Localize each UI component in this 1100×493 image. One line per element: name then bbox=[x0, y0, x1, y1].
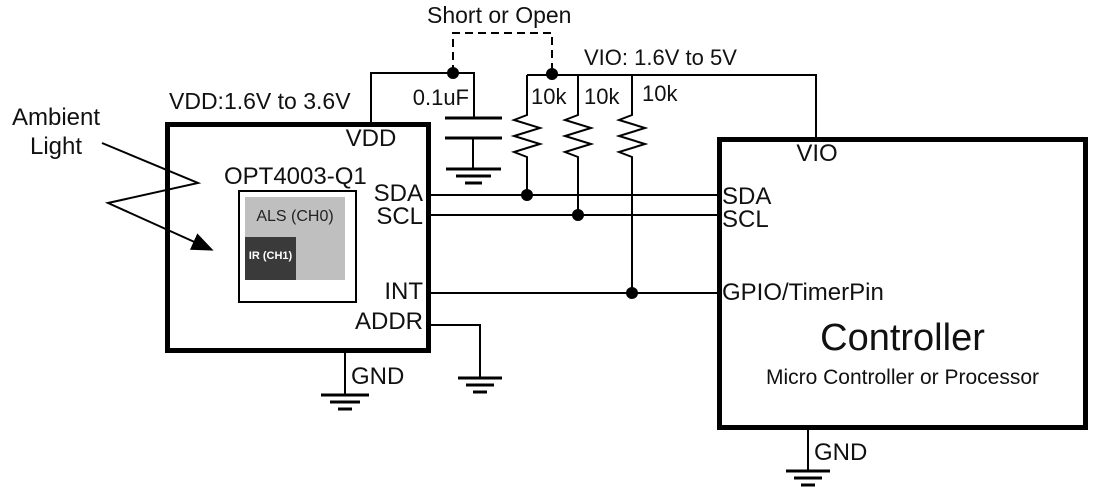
ambient-light-label-line2: Light bbox=[29, 133, 83, 160]
ir-channel-label: IR (CH1) bbox=[248, 250, 293, 262]
vio-rail-label: VIO: 1.6V to 5V bbox=[584, 45, 737, 70]
sensor-ground-symbol bbox=[321, 393, 369, 411]
controller-gnd-label: GND bbox=[814, 439, 868, 466]
pullup-resistor-sda bbox=[510, 75, 544, 195]
jumper-label: Short or Open bbox=[427, 2, 572, 28]
controller-pin-sda: SDA bbox=[722, 183, 772, 210]
vdd-rail-wire bbox=[370, 72, 475, 124]
sensor-part-number: OPT4003-Q1 bbox=[224, 163, 367, 190]
sensor-pin-vdd: VDD bbox=[345, 125, 397, 152]
controller-ground-symbol bbox=[786, 469, 830, 487]
vio-rail-wire bbox=[527, 74, 817, 140]
ir-channel-region bbox=[245, 237, 296, 280]
junction-dot-vio-jumper bbox=[546, 68, 558, 80]
sensor-pin-sda: SDA bbox=[373, 180, 423, 207]
resistor-value-label-2: 10k bbox=[584, 84, 620, 109]
sensor-pin-addr: ADDR bbox=[354, 308, 423, 335]
junction-dot-sda bbox=[521, 189, 533, 201]
controller-title: Controller bbox=[820, 317, 985, 359]
pullup-resistor-int bbox=[615, 75, 649, 293]
ambient-light-arrow bbox=[101, 142, 214, 251]
controller-box bbox=[717, 137, 1088, 430]
sensor-pin-int: INT bbox=[384, 278, 423, 305]
resistor-value-label-1: 10k bbox=[531, 84, 567, 109]
jumper-dashed-wire bbox=[452, 32, 553, 73]
addr-ground-symbol bbox=[458, 376, 502, 394]
ambient-light-label: Ambient Light bbox=[0, 103, 112, 161]
pullup-resistor-scl bbox=[561, 75, 595, 215]
vdd-rail-label: VDD:1.6V to 3.6V bbox=[169, 88, 351, 114]
decoupling-capacitor bbox=[445, 116, 502, 169]
als-channel-label: ALS (CH0) bbox=[256, 208, 334, 225]
sensor-pin-scl: SCL bbox=[376, 203, 423, 230]
junction-dot-int bbox=[626, 287, 638, 299]
resistor-value-label-3: 10k bbox=[642, 81, 678, 106]
controller-pin-vio: VIO bbox=[796, 140, 838, 167]
junction-dot-vdd-jumper bbox=[447, 67, 459, 79]
controller-subtitle: Micro Controller or Processor bbox=[765, 366, 1040, 389]
ambient-light-label-line1: Ambient bbox=[11, 104, 101, 131]
junction-dot-scl bbox=[572, 209, 584, 221]
addr-wire bbox=[430, 324, 481, 378]
sensor-gnd-label: GND bbox=[351, 363, 405, 390]
controller-pin-gpio: GPIO/TimerPin bbox=[722, 279, 884, 306]
capacitor-ground-symbol bbox=[446, 167, 501, 185]
controller-pin-scl: SCL bbox=[722, 206, 769, 233]
capacitor-value-label: 0.1uF bbox=[412, 85, 469, 110]
